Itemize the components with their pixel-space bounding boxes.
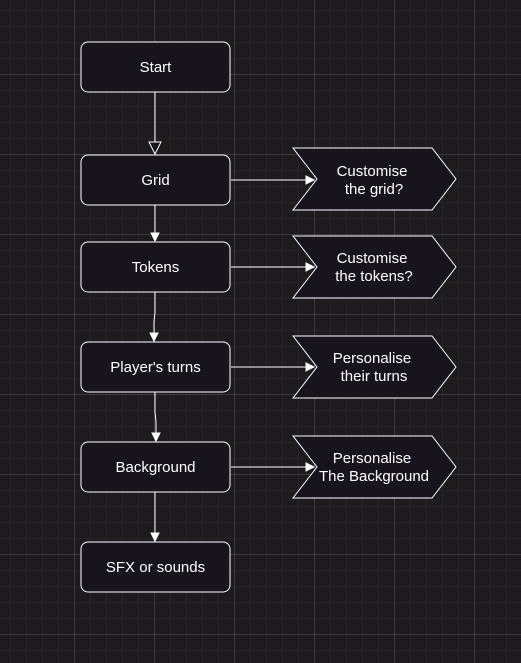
open-arrowhead bbox=[148, 141, 162, 156]
node-label: Background bbox=[115, 459, 195, 476]
node-label: Start bbox=[140, 59, 173, 76]
edge-turns-to-background bbox=[154, 392, 157, 433]
node-box bbox=[80, 41, 231, 93]
edge-tokens-to-turns bbox=[153, 292, 156, 333]
node-background[interactable]: Background bbox=[80, 441, 231, 493]
option-label: their turns bbox=[341, 368, 408, 385]
node-box bbox=[80, 441, 231, 493]
flow-connectors bbox=[148, 92, 162, 543]
node-box bbox=[80, 154, 231, 206]
node-label: Grid bbox=[141, 172, 169, 189]
chevron-shape bbox=[291, 147, 457, 211]
option-label: Customise bbox=[337, 163, 408, 180]
node-players-turns[interactable]: Player's turns bbox=[80, 341, 231, 393]
option-label: the grid? bbox=[345, 181, 403, 198]
node-tokens[interactable]: Tokens bbox=[80, 241, 231, 293]
option-customise-tokens[interactable]: Customise the tokens? bbox=[291, 235, 457, 299]
option-label: Customise bbox=[337, 250, 408, 267]
chevron-shape bbox=[291, 335, 457, 399]
arrowhead bbox=[149, 332, 159, 343]
option-personalise-turns[interactable]: Personalise their turns bbox=[291, 335, 457, 399]
node-sfx-or-sounds[interactable]: SFX or sounds bbox=[80, 541, 231, 593]
option-label: Personalise bbox=[333, 450, 411, 467]
option-label: Personalise bbox=[333, 350, 411, 367]
option-customise-grid[interactable]: Customise the grid? bbox=[291, 147, 457, 211]
node-label: Player's turns bbox=[110, 359, 200, 376]
arrowhead bbox=[150, 532, 160, 543]
option-connectors bbox=[231, 175, 316, 472]
arrowhead bbox=[305, 262, 316, 272]
arrowhead bbox=[305, 462, 316, 472]
node-box bbox=[80, 341, 231, 393]
node-box bbox=[80, 541, 231, 593]
node-box bbox=[80, 241, 231, 293]
option-label: The Background bbox=[319, 468, 429, 485]
node-start[interactable]: Start bbox=[80, 41, 231, 93]
option-personalise-background[interactable]: Personalise The Background bbox=[291, 435, 457, 499]
node-label: Tokens bbox=[132, 259, 180, 276]
chevron-shape bbox=[291, 235, 457, 299]
arrowhead bbox=[305, 362, 316, 372]
arrowhead bbox=[151, 432, 161, 443]
arrowhead bbox=[150, 232, 160, 243]
arrowhead bbox=[305, 175, 316, 185]
option-label: the tokens? bbox=[335, 268, 413, 285]
node-label: SFX or sounds bbox=[106, 559, 205, 576]
node-grid[interactable]: Grid bbox=[80, 154, 231, 206]
chevron-shape bbox=[291, 435, 457, 499]
